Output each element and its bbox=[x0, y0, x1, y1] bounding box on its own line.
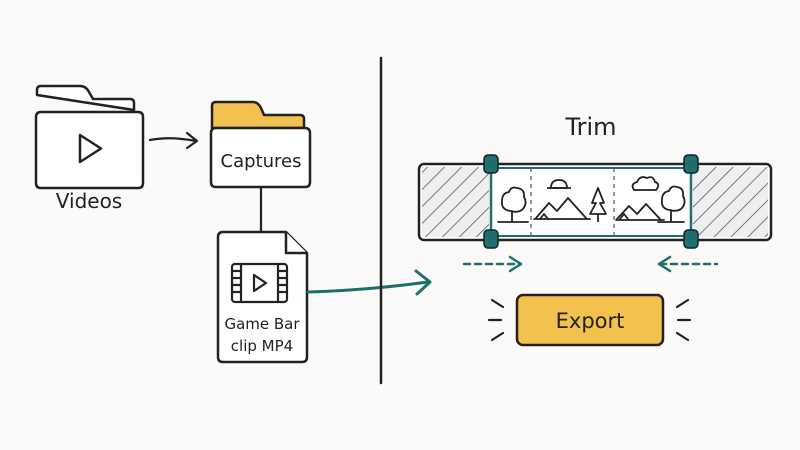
clip-label-line1: Game Bar bbox=[224, 315, 300, 333]
arrow-right-icon bbox=[462, 255, 523, 273]
emphasis-marks-right bbox=[675, 298, 692, 342]
film-strip-icon bbox=[230, 262, 289, 304]
trim-handle-left[interactable] bbox=[483, 154, 499, 249]
tree-icon bbox=[497, 186, 529, 223]
captures-label: Captures bbox=[221, 151, 302, 172]
emphasis-marks-left bbox=[487, 298, 505, 342]
play-icon bbox=[78, 133, 103, 164]
trimmed-region-right bbox=[693, 167, 768, 237]
trim-title: Trim bbox=[564, 113, 616, 141]
videos-folder-icon bbox=[34, 84, 145, 190]
cloud-icon bbox=[631, 176, 660, 191]
arrow-clip-to-trim bbox=[306, 269, 432, 296]
captures-folder-icon bbox=[209, 100, 312, 189]
mountain-icon-2 bbox=[615, 203, 665, 221]
pine-tree-icon bbox=[589, 187, 607, 222]
clip-label-line2: clip MP4 bbox=[231, 337, 293, 355]
tree-icon-2 bbox=[657, 185, 686, 223]
arrow-left-icon bbox=[657, 255, 719, 273]
trimmed-region-left bbox=[422, 167, 489, 237]
timeline-strip bbox=[417, 162, 773, 242]
export-label: Export bbox=[556, 309, 625, 333]
trim-handle-right[interactable] bbox=[683, 154, 699, 249]
mountain-icon bbox=[533, 197, 591, 220]
arrow-videos-to-captures bbox=[148, 131, 199, 150]
videos-label: Videos bbox=[56, 189, 122, 213]
export-button[interactable]: Export bbox=[515, 293, 665, 347]
sun-icon bbox=[547, 179, 571, 189]
